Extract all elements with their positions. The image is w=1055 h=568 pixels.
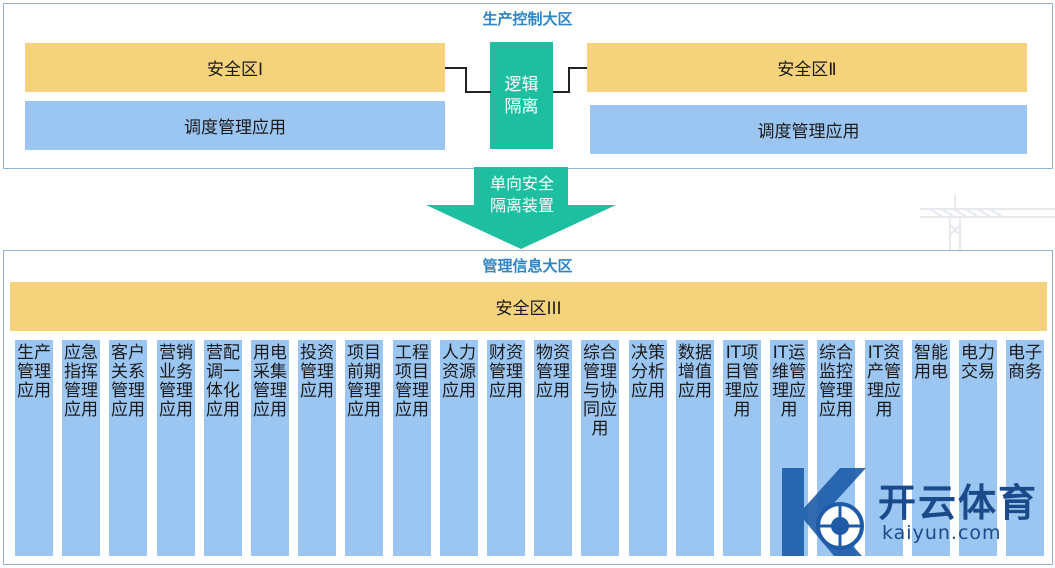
logic-isolation-line-1: 逻辑 <box>504 74 539 95</box>
app-column-label: 综合监控管理应用 <box>819 343 853 420</box>
app-column-label: 客户关系管理应用 <box>111 343 145 420</box>
app-column-label: 电力交易 <box>961 343 995 382</box>
app-column-label: 电子商务 <box>1008 343 1042 382</box>
app-column-label: 用电采集管理应用 <box>253 343 287 420</box>
management-info-title: 管理信息大区 <box>482 257 573 275</box>
app-column-label: 物资管理应用 <box>536 343 570 401</box>
security-zone-2: 安全区Ⅱ <box>587 43 1027 92</box>
app-column: 人力资源应用 <box>440 340 478 556</box>
kaiyun-logo-icon <box>782 468 866 556</box>
app-column: 财资管理应用 <box>487 340 525 556</box>
app-column: 物资管理应用 <box>534 340 572 556</box>
app-column: 电子商务 <box>1006 340 1044 556</box>
app-column: 用电采集管理应用 <box>251 340 289 556</box>
connector-left-top <box>445 67 467 69</box>
arrow-label-line-1: 单向安全 <box>489 174 554 193</box>
security-zone-3: 安全区III <box>10 282 1047 331</box>
app-column-label: IT运维管理应用 <box>772 343 806 420</box>
app-column-label: 综合管理与协同应用 <box>583 343 617 439</box>
watermark-site: kaiyun.com <box>882 522 1002 544</box>
dispatch-app-right: 调度管理应用 <box>590 105 1027 154</box>
watermark: 开云体育 kaiyun.com <box>770 460 1055 560</box>
app-column: IT资产管理应用 <box>865 340 903 556</box>
logic-isolation-line-2: 隔离 <box>504 96 539 117</box>
watermark-brand: 开云体育 <box>878 481 1039 525</box>
connector-right-top <box>568 67 587 69</box>
app-column: 项目前期管理应用 <box>345 340 383 556</box>
app-column-label: 应急指挥管理应用 <box>64 343 98 420</box>
app-column-label: 智能用电 <box>914 343 948 382</box>
security-zone-1: 安全区Ⅰ <box>25 43 445 92</box>
app-column: IT项目管理应用 <box>723 340 761 556</box>
app-column: 决策分析应用 <box>629 340 667 556</box>
app-column: 营销业务管理应用 <box>157 340 195 556</box>
down-arrow-icon <box>426 167 616 249</box>
app-column-label: 财资管理应用 <box>489 343 523 401</box>
app-column-label: 工程项目管理应用 <box>395 343 429 420</box>
production-control-title: 生产控制大区 <box>482 10 573 28</box>
arrow-label-line-2: 隔离装置 <box>489 196 554 215</box>
app-column: 投资管理应用 <box>298 340 336 556</box>
dispatch-app-left: 调度管理应用 <box>25 101 445 150</box>
app-column-label: 营销业务管理应用 <box>159 343 193 420</box>
app-column-label: 人力资源应用 <box>442 343 476 401</box>
app-column-label: 生产管理应用 <box>17 343 51 401</box>
logic-isolation-box: 逻辑 隔离 <box>490 42 553 149</box>
connector-right-bottom <box>553 91 569 93</box>
one-way-isolation-arrow: 单向安全 隔离装置 <box>426 167 616 249</box>
app-column: 电力交易 <box>959 340 997 556</box>
app-column-label: 决策分析应用 <box>631 343 665 401</box>
app-column-label: IT项目管理应用 <box>725 343 759 420</box>
arrow-label: 单向安全 隔离装置 <box>472 173 572 217</box>
app-column: 数据增值应用 <box>676 340 714 556</box>
connector-right-vertical <box>568 67 570 93</box>
connector-left-vertical <box>445 67 467 93</box>
app-column-label: 项目前期管理应用 <box>347 343 381 420</box>
app-column-label: IT资产管理应用 <box>867 343 901 420</box>
connector-left-bottom <box>466 91 491 93</box>
app-column-label: 营配调一体化应用 <box>206 343 240 420</box>
app-column: 生产管理应用 <box>15 340 53 556</box>
app-column-label: 数据增值应用 <box>678 343 712 401</box>
crane-decoration-icon <box>920 195 1055 250</box>
app-column-label: 投资管理应用 <box>300 343 334 401</box>
app-column: 综合管理与协同应用 <box>581 340 619 556</box>
application-columns: 生产管理应用应急指挥管理应用客户关系管理应用营销业务管理应用营配调一体化应用用电… <box>15 340 1045 556</box>
app-column: 工程项目管理应用 <box>393 340 431 556</box>
app-column: 营配调一体化应用 <box>204 340 242 556</box>
app-column: 客户关系管理应用 <box>109 340 147 556</box>
app-column: 综合监控管理应用 <box>817 340 855 556</box>
app-column: 智能用电 <box>912 340 950 556</box>
app-column: 应急指挥管理应用 <box>62 340 100 556</box>
